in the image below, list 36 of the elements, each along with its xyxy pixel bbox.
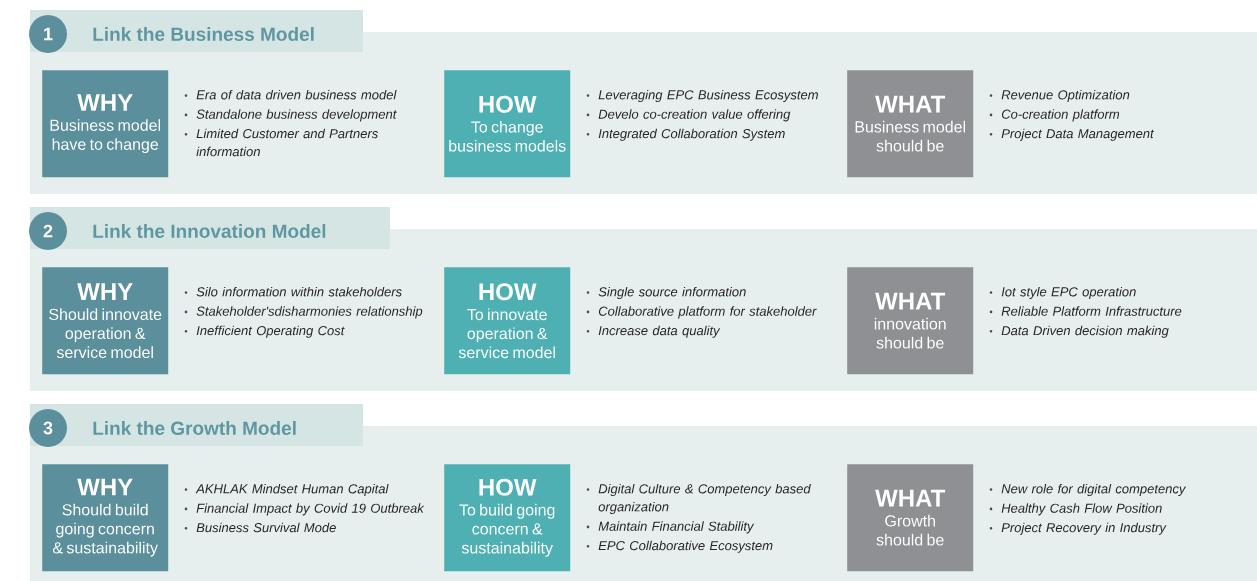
label-box: WHAT Business model should be — [847, 70, 974, 178]
label-box: WHY Should innovate operation & service model — [42, 267, 169, 375]
bullet-item: Limited Customer and Partners information — [196, 128, 378, 157]
label-box: HOW To innovate operation & service model — [444, 267, 571, 375]
label-box: HOW To change business models — [444, 70, 571, 178]
label-box: WHAT Growth should be — [847, 464, 974, 572]
bullet-item: Collaborative platform for stakeholder — [598, 306, 817, 319]
bullet-item: Stakeholder'sdisharmonies relationship — [196, 306, 423, 319]
label-box: WHY Business model have to change — [42, 70, 169, 178]
bullet-item: AKHLAK Mindset Human Capital — [195, 483, 389, 496]
bullet-item: Healthy Cash Flow Position — [1001, 503, 1162, 516]
bullet-item: EPC Collaborative Ecosystem — [598, 540, 773, 553]
bullet-item: Inefficient Operating Cost — [196, 325, 345, 338]
bullet-item: Revenue Optimization — [1001, 89, 1130, 102]
bullet-item: Increase data quality — [598, 325, 721, 338]
bullet-item: Silo information within stakeholders — [196, 286, 402, 297]
bullet-item: Digital Culture & Competency based organization — [598, 483, 811, 514]
bullet-item: Era of data driven business model — [196, 89, 397, 100]
bullet-item: New role for digital competency — [1001, 483, 1187, 496]
bullet-item: Integrated Collaboration System — [598, 128, 785, 141]
bullet-item: Project Data Management — [1001, 128, 1155, 141]
bullet-item: Develo co-creation value offering — [598, 109, 791, 122]
bullet-item: Standalone business development — [196, 109, 397, 122]
label-box: WHAT innovation should be — [847, 267, 974, 375]
bullet-item: Single source information — [598, 286, 746, 299]
label-box: HOW To build going concern & sustainability — [444, 464, 571, 572]
bullet-item: Financial Impact by Covid 19 Outbreak — [196, 503, 425, 516]
label-box: WHY Should build going concern & sustainability — [42, 464, 169, 572]
bullet-item: Data Driven decision making — [1001, 325, 1169, 338]
bullet-item: Project Recovery in Industry — [1001, 522, 1167, 535]
bullet-item: Maintain Financial Stability — [598, 521, 755, 534]
bullet-item: Business Survival Mode — [196, 522, 336, 533]
bullet-item: Co-creation platform — [1001, 109, 1120, 122]
bullet-item: Iot style EPC operation — [1001, 286, 1136, 299]
bullet-item: Leveraging EPC Business Ecosystem — [598, 89, 818, 102]
bullet-item: Reliable Platform Infrastructure — [1001, 306, 1182, 316]
